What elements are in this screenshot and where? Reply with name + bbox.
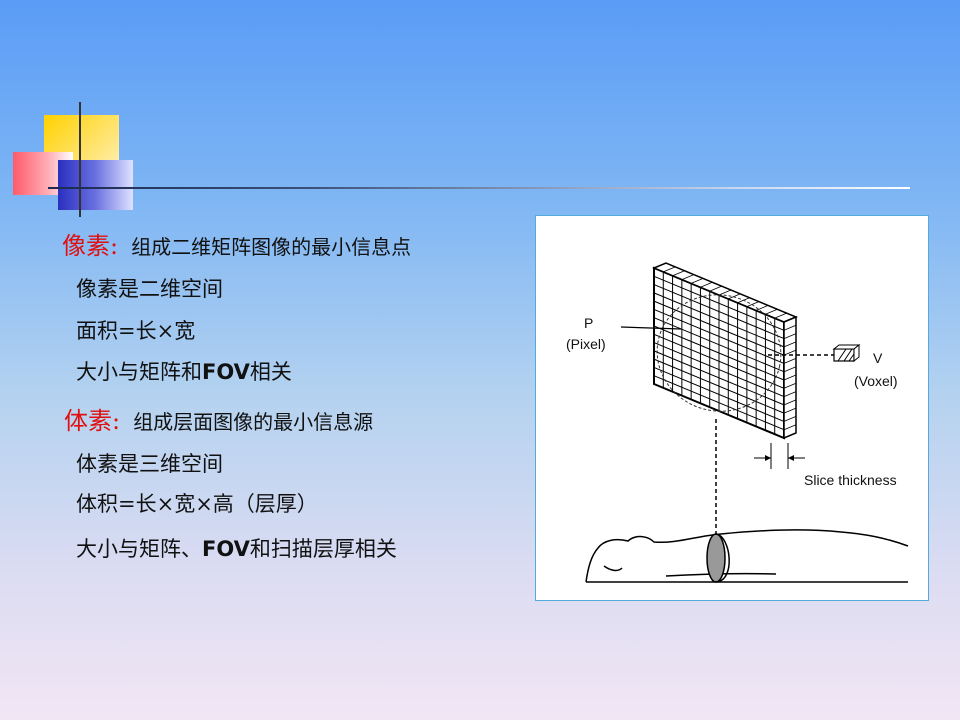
pixel-heading-row: 像素: 组成二维矩阵图像的最小信息点: [62, 226, 411, 261]
pixel-definition: 组成二维矩阵图像的最小信息点: [131, 235, 412, 259]
pixel-heading: 像素:: [62, 232, 119, 260]
pixel-sublabel: (Pixel): [566, 336, 606, 352]
pixel-voxel-diagram: P (Pixel) V (Voxel) Slice thickness: [566, 262, 909, 583]
pixel-point-3-fov: FOV: [202, 360, 250, 384]
voxel-point-3: 大小与矩阵、FOV和扫描层厚相关: [76, 533, 397, 563]
voxel-label: V: [873, 350, 883, 366]
pixel-point-3: 大小与矩阵和FOV相关: [76, 356, 292, 386]
pixel-point-1: 像素是二维空间: [76, 277, 223, 301]
voxel-cube: [832, 343, 861, 363]
patient-body-outline: [585, 529, 909, 583]
pixel-voxel-figure: P (Pixel) V (Voxel) Slice thickness: [535, 215, 929, 601]
voxel-point-3-fov: FOV: [202, 537, 250, 561]
voxel-heading-row: 体素: 组成层面图像的最小信息源: [64, 401, 373, 436]
pixel-point-3-pre: 大小与矩阵和: [76, 360, 202, 384]
voxel-point-2: 体积=长×宽×高（层厚）: [76, 492, 318, 516]
voxel-point-3-post: 和扫描层厚相关: [249, 537, 397, 561]
title-divider-line: [48, 187, 910, 189]
pixel-leader-line: [620, 326, 682, 330]
voxel-point-3-pre: 大小与矩阵、: [76, 537, 202, 561]
pixel-point-3-post: 相关: [249, 360, 292, 384]
pixel-label: P: [584, 315, 593, 331]
pixel-point-2: 面积=长×宽: [76, 319, 196, 343]
slice-thickness-marker: [754, 443, 805, 469]
image-matrix-grid: [652, 262, 798, 440]
decor-vertical-line: [79, 102, 81, 217]
decor-blue-square: [58, 160, 133, 210]
voxel-definition: 组成层面图像的最小信息源: [133, 410, 374, 434]
slice-thickness-label: Slice thickness: [804, 472, 897, 488]
voxel-heading: 体素:: [64, 407, 121, 435]
voxel-sublabel: (Voxel): [854, 373, 898, 389]
voxel-point-1: 体素是三维空间: [76, 452, 223, 476]
